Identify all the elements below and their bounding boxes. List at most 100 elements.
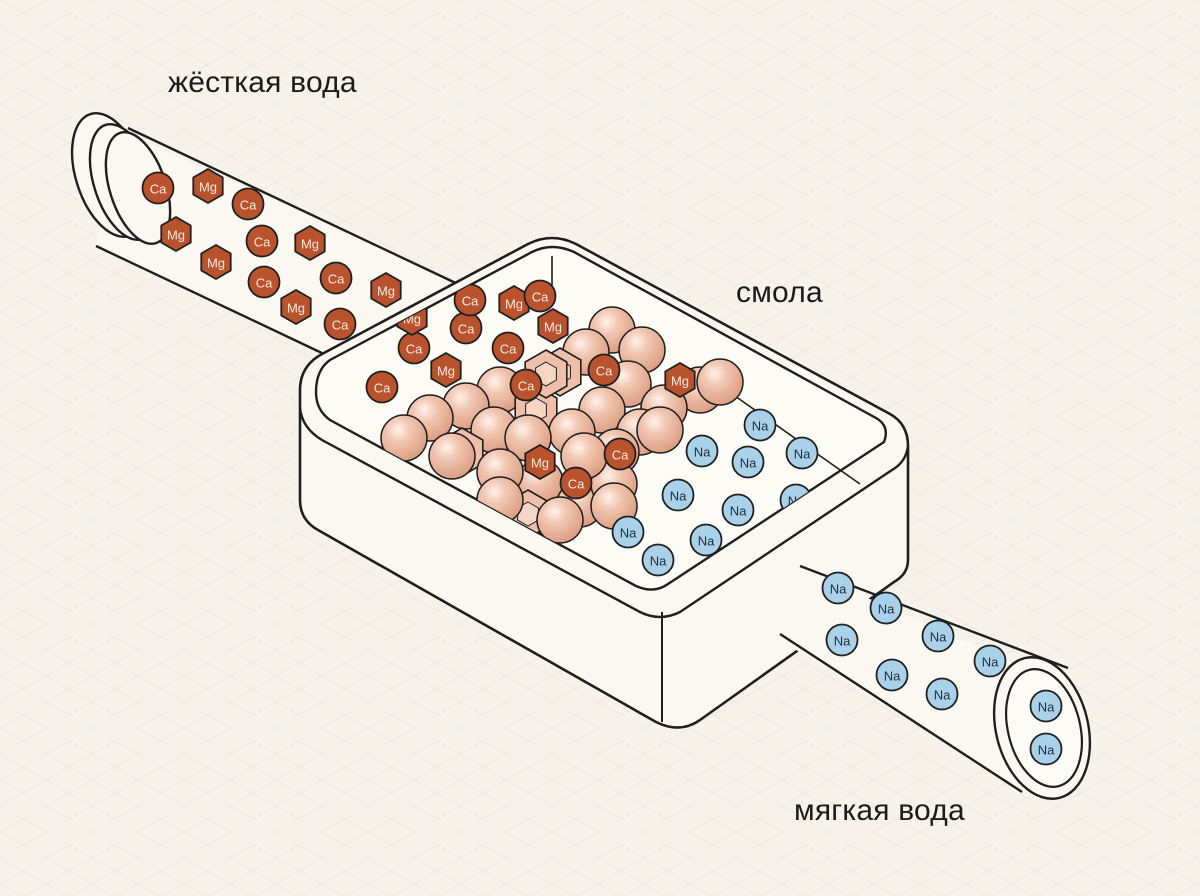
ion-circle-shape: [1029, 732, 1063, 766]
ion-hexagon-shape: [280, 288, 312, 326]
ion-symbol-text: Mg: [301, 237, 319, 252]
hard-ion-ca: Ca: [449, 311, 483, 345]
ion-symbol-text: Mg: [531, 456, 549, 471]
bed-ion-mg: Mg: [524, 443, 556, 481]
hard-water-label: жёсткая вода: [168, 66, 357, 99]
ion-symbol-text: Ca: [568, 477, 585, 492]
ion-symbol-text: Na: [650, 554, 667, 569]
ion-circle-shape: [925, 677, 959, 711]
ion-hexagon-shape: [200, 243, 232, 281]
ion-symbol-text: Mg: [199, 180, 217, 195]
ion-symbol-text: Na: [884, 669, 901, 684]
hard-ion-mg: Mg: [537, 307, 569, 345]
ion-hexagon-shape: [430, 351, 462, 389]
ion-circle-shape: [685, 434, 719, 468]
ion-hexagon-shape: [160, 215, 192, 253]
ion-symbol-text: Ca: [458, 322, 475, 337]
ion-circle-shape: [973, 644, 1007, 678]
inlet-ion-ca: Ca: [247, 265, 281, 299]
outlet-ion-na: Na: [925, 677, 959, 711]
ion-symbol-text: Mg: [167, 228, 185, 243]
outlet-ion-na: Na: [821, 571, 855, 605]
ion-hexagon-shape: [524, 443, 556, 481]
inlet-ion-ca: Ca: [231, 187, 265, 221]
inlet-ion-mg: Mg: [160, 215, 192, 253]
outlet-ion-na: Na: [1029, 732, 1063, 766]
soft-ion-na: Na: [611, 515, 645, 549]
ion-symbol-text: Mg: [671, 374, 689, 389]
inlet-ion-mg: Mg: [294, 224, 326, 262]
hard-ion-mg: Mg: [498, 284, 530, 322]
ion-symbol-text: Ca: [406, 342, 423, 357]
ion-symbol-text: Na: [670, 489, 687, 504]
outlet-ion-na: Na: [875, 658, 909, 692]
ion-symbol-text: Na: [694, 445, 711, 460]
ion-symbol-text: Mg: [505, 297, 523, 312]
ion-symbol-text: Mg: [377, 284, 395, 299]
outlet-ion-na: Na: [825, 623, 859, 657]
soft-water-label: мягкая вода: [794, 794, 965, 827]
ion-circle-shape: [603, 437, 637, 471]
inlet-ion-mg: Mg: [192, 167, 224, 205]
ion-hexagon-shape: [370, 271, 402, 309]
ion-circle-shape: [921, 619, 955, 653]
ion-circle-shape: [509, 368, 543, 402]
ion-hexagon-shape: [192, 167, 224, 205]
ion-symbol-text: Na: [620, 526, 637, 541]
ion-hexagon-shape: [294, 224, 326, 262]
resin-label: смола: [736, 276, 823, 309]
hard-ion-ca: Ca: [491, 331, 525, 365]
ion-symbol-text: Na: [930, 630, 947, 645]
ion-hexagon-shape: [537, 307, 569, 345]
ion-symbol-text: Na: [834, 634, 851, 649]
ion-circle-shape: [869, 591, 903, 625]
hard-ion-ca: Ca: [523, 279, 557, 313]
ion-symbol-text: Na: [1038, 700, 1055, 715]
ion-symbol-text: Mg: [207, 256, 225, 271]
inlet-ion-ca: Ca: [323, 307, 357, 341]
resin-bead: [636, 406, 684, 454]
soft-ion-na: Na: [661, 478, 695, 512]
soft-ion-na: Na: [689, 523, 723, 557]
ion-circle-shape: [721, 493, 755, 527]
soft-ion-na: Na: [785, 436, 819, 470]
soft-ion-na: Na: [721, 493, 755, 527]
ion-symbol-text: Na: [752, 419, 769, 434]
soft-ion-na: Na: [641, 543, 675, 577]
outlet-ion-na: Na: [1029, 689, 1063, 723]
inlet-ion-ca: Ca: [319, 261, 353, 295]
ion-symbol-text: Mg: [544, 320, 562, 335]
resin-bead: [696, 358, 744, 406]
inlet-ion-mg: Mg: [280, 288, 312, 326]
ion-symbol-text: Ca: [596, 364, 613, 379]
ion-symbol-text: Na: [740, 456, 757, 471]
ion-circle-shape: [641, 543, 675, 577]
ion-circle-shape: [141, 171, 175, 205]
ion-symbol-text: Ca: [150, 182, 167, 197]
ion-symbol-text: Na: [982, 655, 999, 670]
ion-circle-shape: [689, 523, 723, 557]
ion-circle-shape: [245, 224, 279, 258]
ion-symbol-text: Na: [934, 688, 951, 703]
ion-symbol-text: Ca: [532, 290, 549, 305]
inlet-ion-mg: Mg: [370, 271, 402, 309]
ion-hexagon-shape: [664, 361, 696, 399]
ion-circle-shape: [247, 265, 281, 299]
inlet-ion-mg: Mg: [200, 243, 232, 281]
inlet-ion-ca: Ca: [141, 171, 175, 205]
bed-ion-ca: Ca: [559, 466, 593, 500]
ion-symbol-text: Ca: [518, 379, 535, 394]
ion-symbol-text: Ca: [240, 198, 257, 213]
soft-ion-na: Na: [743, 408, 777, 442]
ion-circle-shape: [559, 466, 593, 500]
ion-circle-shape: [587, 353, 621, 387]
ion-circle-shape: [611, 515, 645, 549]
